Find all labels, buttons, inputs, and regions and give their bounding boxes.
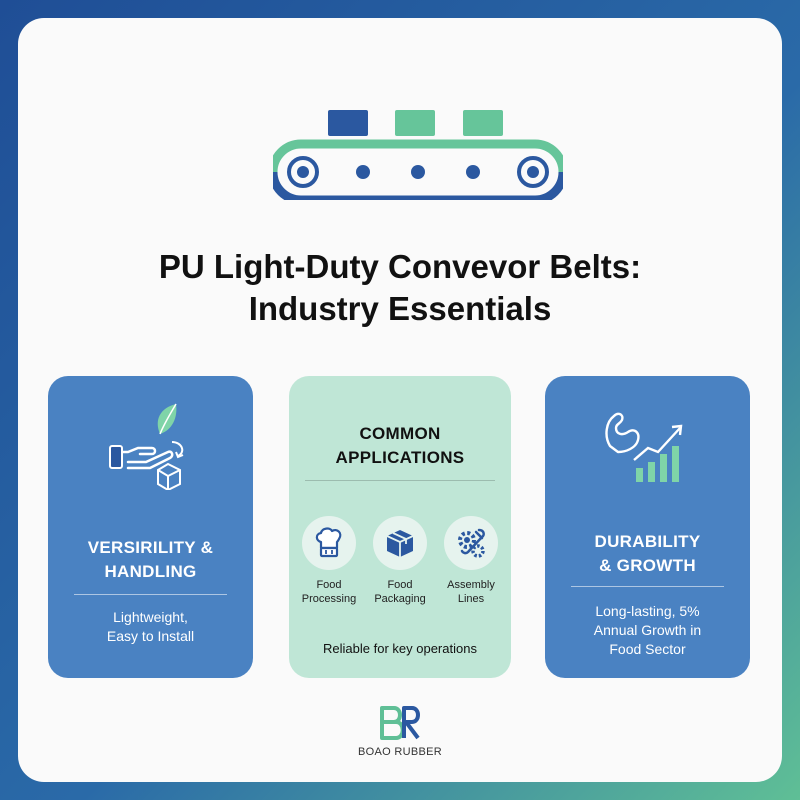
app-label-line-2: Processing: [301, 593, 357, 605]
app-label-line-1: Assembly: [447, 579, 495, 591]
durability-card: DURABILITY & GROWTH Long-lasting, 5% Ann…: [545, 376, 750, 678]
app-food-packaging: Food Packaging: [365, 516, 435, 606]
heading-line-2: HANDLING: [104, 562, 197, 581]
versatility-desc: Lightweight, Easy to Install: [48, 608, 253, 646]
app-label-line-2: Lines: [457, 593, 485, 605]
desc-line-2: Annual Growth in: [593, 622, 702, 638]
brand-name: BOAO RUBBER: [358, 746, 442, 758]
heading-line-2: APPLICATIONS: [335, 448, 465, 467]
app-label: Assembly Lines: [436, 578, 506, 606]
title-line-2: Industry Essentials: [248, 290, 552, 327]
br-logo-mark: [380, 706, 420, 740]
title-line-1: PU Light-Duty Convevor Belts:: [158, 248, 642, 285]
app-label: Food Processing: [294, 578, 364, 606]
hand-leaf-box-icon: [48, 400, 253, 490]
app-label-line-2: Packaging: [374, 593, 426, 605]
infographic-frame: PU Light-Duty Convevor Belts: Industry E…: [18, 18, 782, 782]
desc-line-2: Easy to Install: [106, 628, 195, 644]
app-label-line-1: Food: [387, 579, 413, 591]
app-food-processing: Food Processing: [294, 516, 364, 606]
app-label-line-1: Food: [316, 579, 342, 591]
applications-footer: Reliable for key operations: [323, 641, 477, 656]
strength-growth-icon: [545, 402, 750, 486]
heading-line-1: DURABILITY: [594, 532, 701, 551]
package-icon: [386, 530, 414, 557]
divider: [305, 480, 495, 481]
gears-wrench-icon: [458, 528, 485, 558]
versatility-heading: VERSIRILITY & HANDLING: [48, 536, 253, 584]
page-title: PU Light-Duty Convevor Belts: Industry E…: [18, 246, 782, 330]
app-label: Food Packaging: [365, 578, 435, 606]
heading-line-1: VERSIRILITY &: [87, 538, 214, 557]
heading-line-1: COMMON: [359, 424, 441, 443]
conveyor-belt-icon: [273, 110, 563, 200]
desc-line-1: Lightweight,: [113, 609, 188, 625]
chef-hat-icon: [315, 527, 342, 558]
applications-heading: COMMON APPLICATIONS: [289, 422, 511, 470]
app-assembly-lines: Assembly Lines: [436, 516, 506, 606]
brand-logo: BOAO RUBBER: [18, 706, 782, 758]
desc-line-1: Long-lasting, 5%: [595, 603, 700, 619]
applications-card: COMMON APPLICATIONS Food Processing: [289, 376, 511, 678]
heading-line-2: & GROWTH: [599, 556, 696, 575]
durability-heading: DURABILITY & GROWTH: [545, 530, 750, 578]
divider: [571, 586, 724, 587]
divider: [74, 594, 227, 595]
durability-desc: Long-lasting, 5% Annual Growth in Food S…: [545, 602, 750, 659]
desc-line-3: Food Sector: [609, 641, 686, 657]
versatility-card: VERSIRILITY & HANDLING Lightweight, Easy…: [48, 376, 253, 678]
